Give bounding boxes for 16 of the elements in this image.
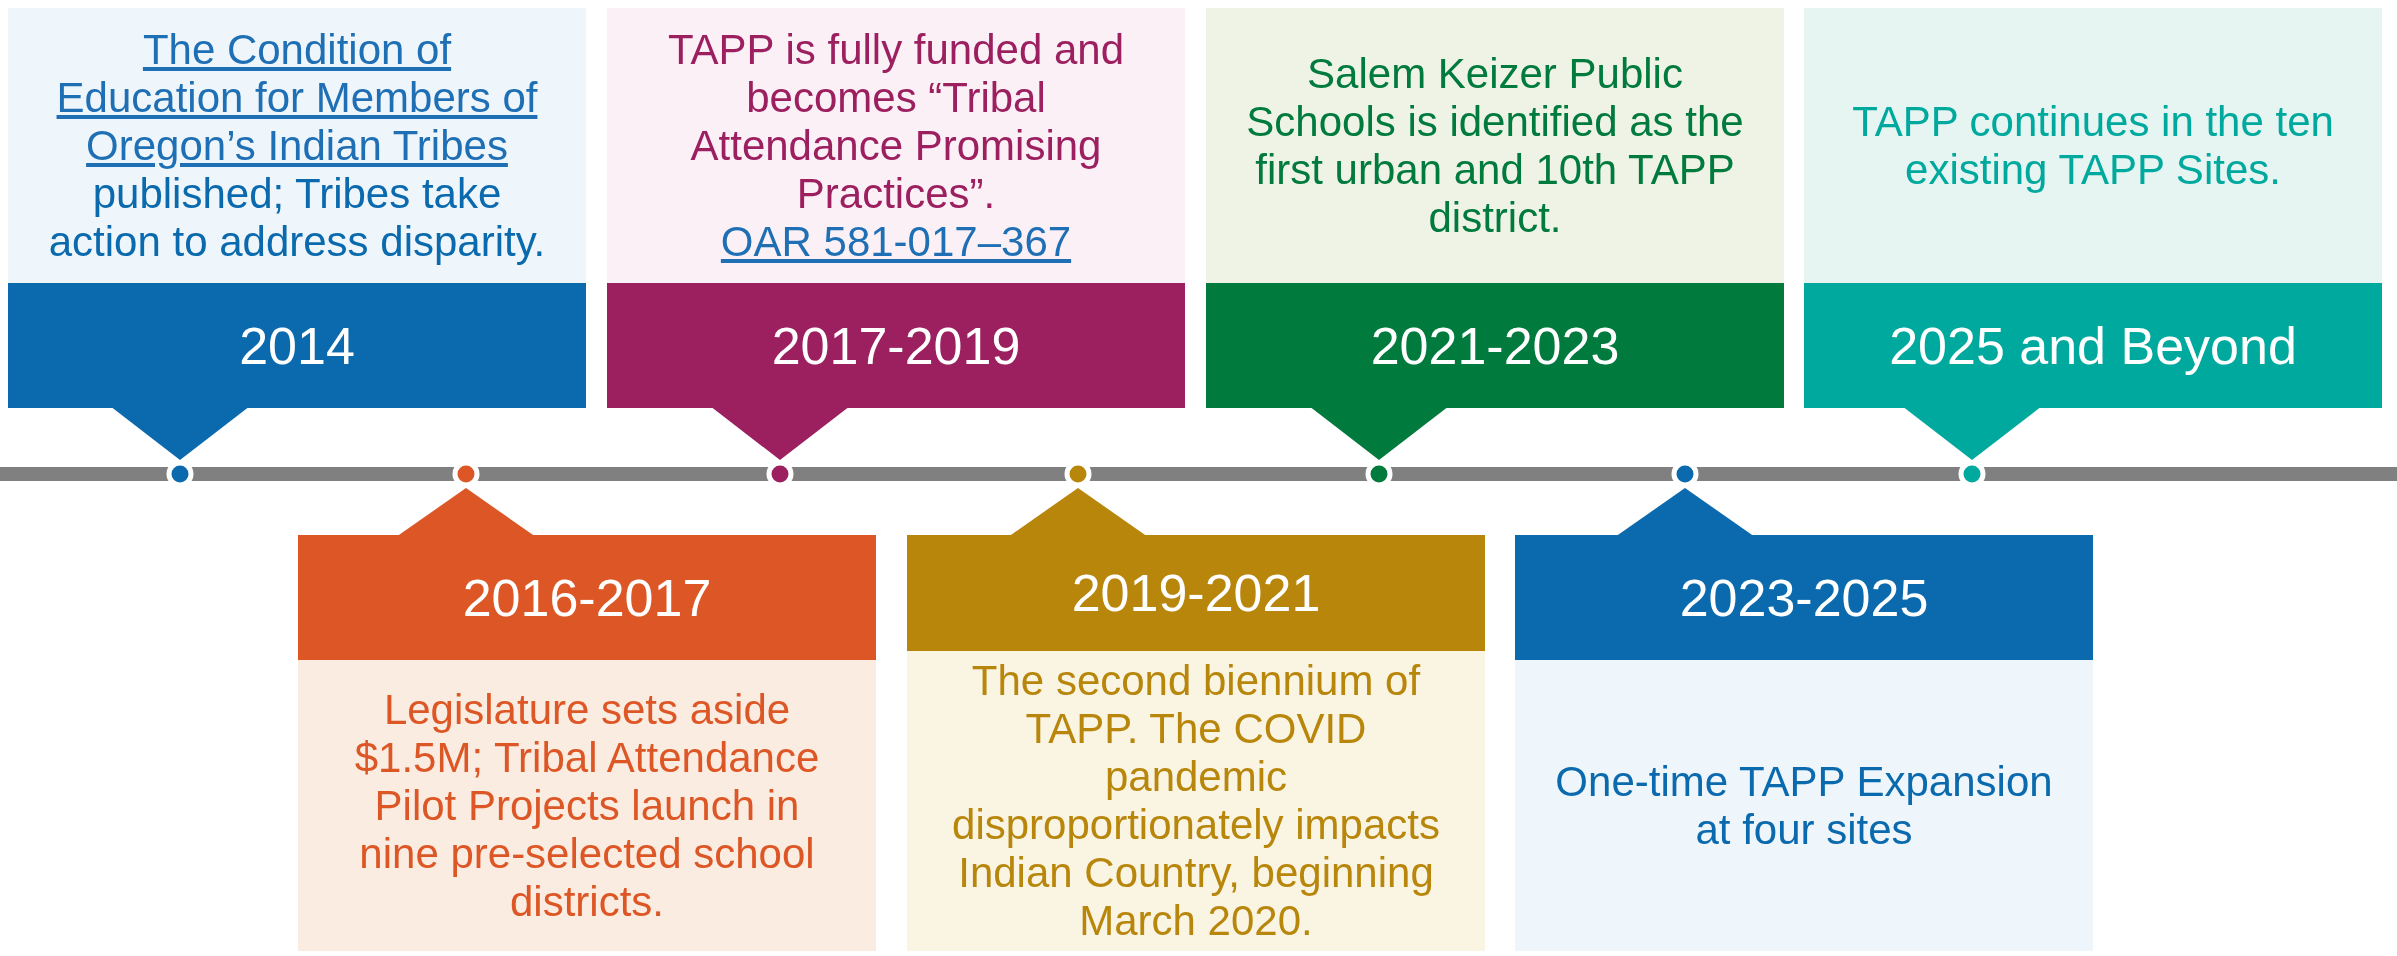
event-description: The second biennium of TAPP. The COVID pandemic disproportionately impacts Indian Country, beginning March 2020.: [951, 657, 1441, 945]
event-description: One-time TAPP Expansion at four sites: [1555, 757, 2053, 854]
timeline-card: [1515, 535, 2093, 951]
event-description: Legislature sets aside $1.5M; Tribal Attendance Pilot Projects launch in nine pre-selected school districts.: [353, 685, 821, 926]
event-description: Salem Keizer Public Schools is identified as the first urban and 10th TAPP district.: [1246, 49, 1744, 242]
event-description: published; Tribes take action to address disparity.: [48, 169, 546, 266]
document-link: The Condition of Education for Members of Oregon’s Indian Tribes: [55, 25, 539, 170]
timeline-card: [607, 8, 1185, 408]
timeline-card: [8, 8, 586, 408]
event-description: TAPP continues in the ten existing TAPP Sites.: [1851, 97, 2335, 194]
timeline-card: [1804, 8, 2382, 408]
timeline-card: [907, 535, 1485, 951]
document-link: OAR 581-017–367: [720, 217, 1072, 266]
timeline-card: [1206, 8, 1784, 408]
timeline-card: [298, 535, 876, 951]
event-description: TAPP is fully funded and becomes “Tribal Attendance Promising Practices”.: [666, 25, 1126, 218]
